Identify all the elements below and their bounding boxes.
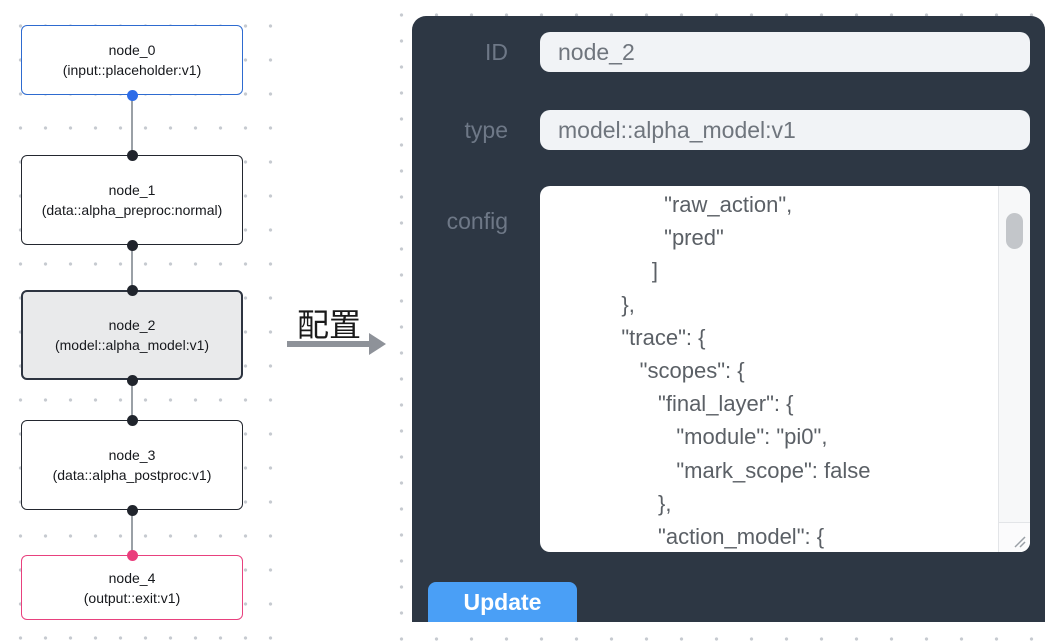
config-scrollbar-thumb[interactable] xyxy=(1006,213,1023,249)
port-dot-node_3-in[interactable] xyxy=(127,415,138,426)
right-arrow-icon xyxy=(287,341,371,347)
node-name: node_0 xyxy=(108,42,156,58)
node-type: (model::alpha_model:v1) xyxy=(54,337,210,353)
node-type: (data::alpha_postproc:v1) xyxy=(52,467,212,483)
flow-node-node_2-selected[interactable]: node_2 (model::alpha_model:v1) xyxy=(21,290,243,380)
node-name: node_3 xyxy=(108,447,156,463)
node-name: node_4 xyxy=(108,569,156,586)
type-input[interactable] xyxy=(540,110,1030,150)
node-config-panel: ID type config "raw_action", "pred" ] },… xyxy=(412,16,1045,622)
node-type: (data::alpha_preproc:normal) xyxy=(41,202,223,218)
node-type: (input::placeholder:v1) xyxy=(62,62,202,78)
configure-annotation: 配置 xyxy=(297,307,362,343)
port-dot-node_2-in[interactable] xyxy=(127,285,138,296)
port-dot-node_1-in[interactable] xyxy=(127,150,138,161)
id-input[interactable] xyxy=(540,32,1030,72)
type-field-label: type xyxy=(464,117,508,143)
id-field-label: ID xyxy=(485,39,508,65)
flow-node-node_4[interactable]: node_4 (output::exit:v1) xyxy=(21,555,243,620)
config-json-textarea[interactable]: "raw_action", "pred" ] }, "trace": { "sc… xyxy=(540,186,998,552)
port-dot-node_3-out[interactable] xyxy=(127,505,138,516)
port-dot-node_1-out[interactable] xyxy=(127,240,138,251)
flow-node-node_1[interactable]: node_1 (data::alpha_preproc:normal) xyxy=(21,155,243,245)
node-type: (output::exit:v1) xyxy=(83,589,181,606)
flow-node-node_0[interactable]: node_0 (input::placeholder:v1) xyxy=(21,25,243,95)
port-dot-node_0-out[interactable] xyxy=(127,90,138,101)
config-field-label: config xyxy=(446,208,508,234)
node-name: node_2 xyxy=(108,317,156,333)
port-dot-node_2-out[interactable] xyxy=(127,375,138,386)
config-scrollbar-track[interactable] xyxy=(998,186,1030,522)
textarea-resize-handle-icon[interactable] xyxy=(998,522,1030,552)
flow-node-node_3[interactable]: node_3 (data::alpha_postproc:v1) xyxy=(21,420,243,510)
update-button[interactable]: Update xyxy=(428,582,577,622)
config-editor: "raw_action", "pred" ] }, "trace": { "sc… xyxy=(540,186,1030,552)
port-dot-node_4-in[interactable] xyxy=(127,550,138,561)
node-name: node_1 xyxy=(108,182,156,198)
right-arrow-head-icon xyxy=(369,333,386,355)
